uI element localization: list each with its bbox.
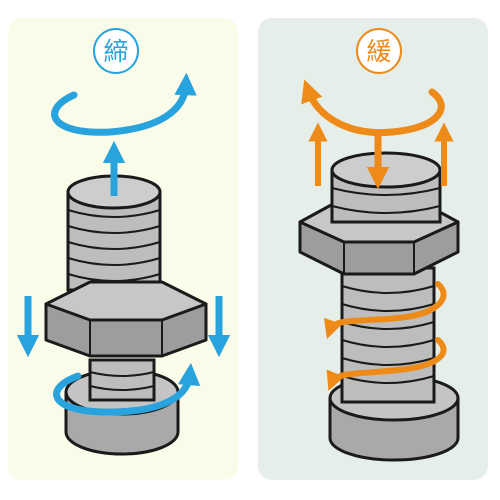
right-spiral-arrow-lower [326, 337, 447, 391]
left-rotation-arrow-bottom [53, 362, 201, 416]
left-hex-nut [44, 280, 208, 358]
right-upper-shaft [330, 151, 442, 224]
loosen-badge: 緩 [356, 28, 402, 74]
right-spiral-arrow-upper [323, 281, 447, 340]
right-lower-shaft [340, 266, 436, 404]
left-lower-shaft [88, 358, 156, 402]
tighten-badge: 締 [93, 28, 139, 74]
right-rotation-arrow-top [301, 79, 445, 137]
left-rotation-arrow-top [51, 72, 197, 136]
